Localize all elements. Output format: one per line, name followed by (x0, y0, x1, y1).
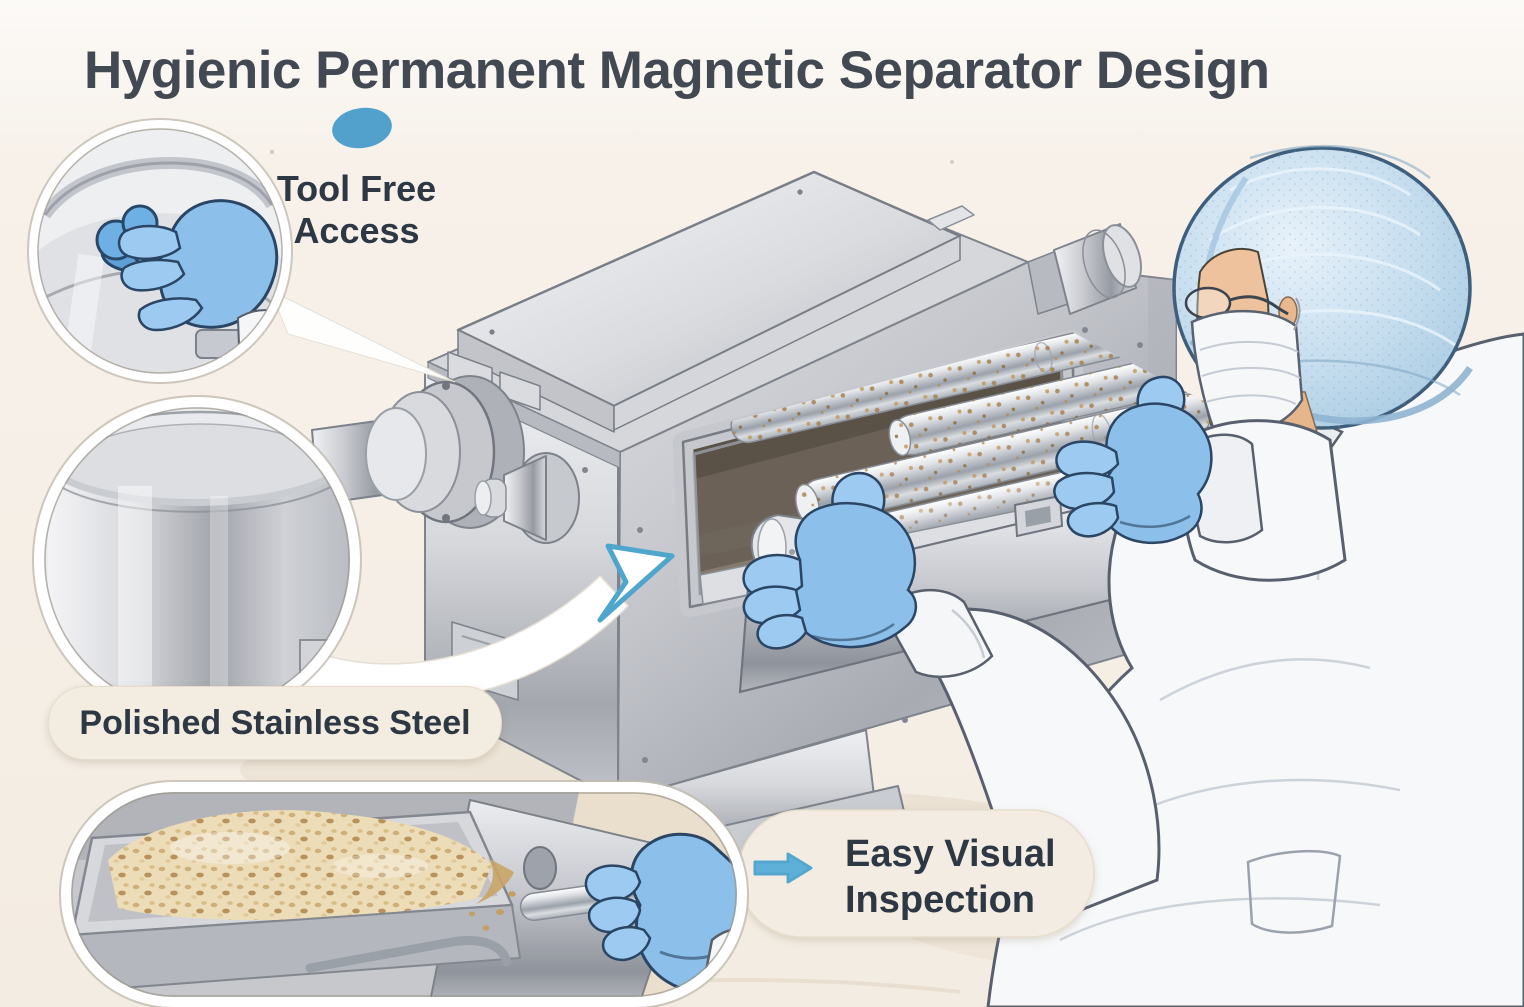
callout-capsule-inspection (59, 780, 749, 1007)
right-arrow-icon (753, 852, 813, 884)
callout-label-inspection: Easy Visual Inspection (845, 832, 1105, 923)
page-title: Hygienic Permanent Magnetic Separator De… (84, 41, 1270, 100)
left-cuff (894, 588, 994, 678)
polished-label: Polished Stainless Steel (79, 703, 471, 742)
right-glove (1053, 375, 1213, 545)
swoosh-arrow (230, 543, 675, 704)
callout-label-tool-free: Tool Free Access (244, 168, 469, 252)
callout-pill-polished: Polished Stainless Steel (48, 686, 502, 760)
face-mask (1190, 297, 1304, 436)
grain-tray-icon (66, 810, 522, 994)
tool-free-line2: Access (293, 209, 420, 251)
drawer-knob (1013, 494, 1064, 538)
operator (742, 144, 1524, 1007)
tool-free-leader-line (269, 288, 456, 383)
arrowhead-icon (597, 543, 675, 623)
gloved-hand-icon (117, 199, 279, 332)
tool-free-line1: Tool Free (276, 168, 437, 209)
coat-pocket (1246, 849, 1342, 934)
safety-glasses (1184, 286, 1289, 320)
machine-lid (427, 170, 1029, 469)
inspection-line1: Easy Visual (845, 833, 1056, 875)
outlet-port (1027, 223, 1142, 315)
left-glove (742, 471, 917, 650)
inspection-line2: Inspection (845, 878, 1036, 921)
blue-paint-blob (332, 107, 392, 149)
cone-knob (474, 452, 580, 544)
